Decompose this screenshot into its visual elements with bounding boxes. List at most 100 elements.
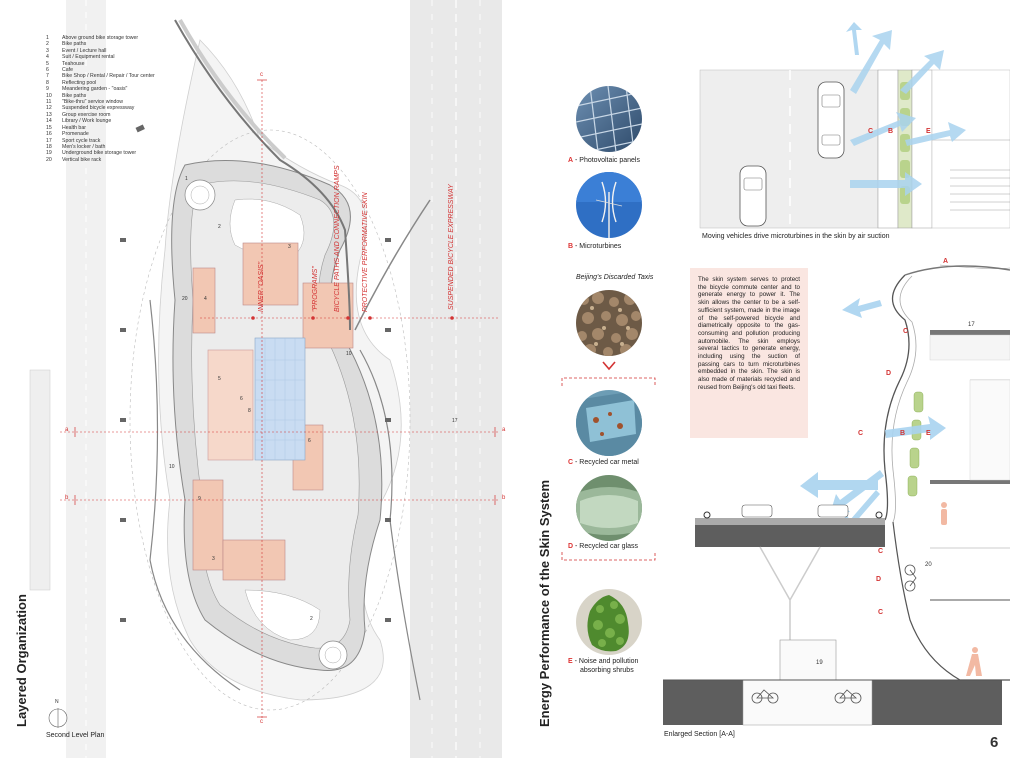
legend-item: 20 Vertical bike rack: [46, 157, 155, 163]
page-number: 6: [990, 734, 999, 751]
sec-label-d1: D: [886, 370, 892, 377]
legend-label: Above ground bike storage tower: [62, 35, 139, 41]
legend-number: 6: [46, 67, 49, 74]
top-label-b: B: [888, 128, 894, 135]
legend-number: 2: [46, 41, 49, 48]
sec-label-a: A: [943, 258, 949, 265]
legend-label: Vertical bike rack: [62, 156, 102, 163]
svg-text:6: 6: [308, 438, 311, 444]
program-block-south: [192, 479, 224, 571]
svg-text:1: 1: [185, 176, 188, 182]
section-mark-c-top: c: [260, 72, 263, 78]
svg-text:2: 2: [218, 224, 221, 230]
svg-text:8: 8: [248, 408, 251, 414]
legend-label: "Bike-thru" service window: [62, 99, 124, 106]
legend-label: Event / Lecture hall: [62, 47, 107, 54]
legend-number: 17: [46, 137, 52, 144]
svg-text:20: 20: [182, 296, 188, 302]
sec-label-b: B: [900, 430, 906, 437]
program-block-right: [302, 282, 354, 349]
legend-item: 5 Teahouse: [46, 61, 155, 67]
photo-recycled-car-metal: [576, 390, 642, 456]
car-2: [739, 165, 767, 227]
legend-label: Teahouse: [62, 60, 85, 67]
program-block-left: [192, 267, 216, 334]
road-deck: [695, 525, 885, 547]
photo-discarded-taxis: [576, 290, 642, 356]
legend-number: 20: [46, 156, 52, 163]
legend-item: 13 Group exercise room: [46, 112, 155, 118]
svg-text:9: 9: [198, 496, 201, 502]
legend-number: 13: [46, 111, 52, 118]
svg-text:17: 17: [452, 418, 458, 424]
svg-text:6: 6: [240, 396, 243, 402]
section-mark-a-right: a: [502, 427, 506, 433]
bike-tower-north: [184, 179, 216, 211]
legend-item: 16 Promenade: [46, 131, 155, 137]
reflecting-pool: [254, 337, 306, 461]
sec-label-d2: D: [876, 576, 882, 583]
legend-number: 4: [46, 54, 49, 61]
top-road-plan: [699, 69, 879, 229]
photo-recycled-car-glass: [576, 475, 642, 541]
legend-label: Meandering garden - "oasis": [62, 86, 128, 93]
program-block-top: [242, 242, 299, 306]
legend-number: 8: [46, 79, 49, 86]
section-mark-b-right: b: [502, 495, 506, 501]
legend-item: 6 Cafe: [46, 67, 155, 73]
caption-recycled-car-glass: D - Recycled car glass: [568, 543, 639, 550]
legend-number: 16: [46, 131, 52, 138]
north-label: N: [55, 699, 59, 705]
legend-label: Underground bike storage tower: [62, 150, 137, 157]
program-block-southeast: [222, 539, 286, 581]
caption-discarded-taxis: Beijing's Discarded Taxis: [576, 274, 654, 281]
svg-text:10: 10: [346, 351, 352, 357]
section-mark-a-left: a: [65, 427, 69, 433]
legend-number: 15: [46, 124, 52, 131]
photo-photovoltaic-panels: [576, 86, 642, 152]
legend-label: Group exercise room: [62, 111, 111, 118]
legend-number: 5: [46, 60, 49, 67]
legend-number: 7: [46, 73, 49, 80]
legend-number: 11: [46, 99, 52, 106]
top-label-c: C: [868, 128, 874, 135]
legend-item: 15 Health bar: [46, 125, 155, 131]
legend-number: 10: [46, 92, 52, 99]
bike-tower-south: [318, 640, 348, 670]
sec-num-19: 19: [816, 660, 823, 666]
svg-text:5: 5: [218, 376, 221, 382]
legend-number: 9: [46, 86, 49, 93]
caption-moving-vehicles: Moving vehicles drive microturbines in t…: [702, 233, 890, 240]
legend-label: Health bar: [62, 124, 86, 131]
legend-label: Promenade: [62, 131, 89, 138]
legend-label: Bike Shop / Rental / Repair / Tour cente…: [62, 73, 155, 80]
photo-microturbines: [576, 172, 642, 238]
caption-microturbines: B - Microturbines: [568, 243, 622, 250]
sec-label-c4: C: [878, 609, 884, 616]
sec-num-17: 17: [968, 322, 975, 328]
sec-num-20: 20: [925, 562, 932, 568]
skin-system-description: The skin system serves to protect the bi…: [690, 268, 808, 438]
sec-label-c3: C: [878, 548, 884, 555]
legend-number: 14: [46, 118, 52, 125]
legend-number: 18: [46, 143, 52, 150]
legend-number: 3: [46, 47, 49, 54]
legend-label: Bike paths: [62, 41, 87, 48]
section-mark-b-left: b: [65, 495, 69, 501]
car-1: [817, 81, 845, 159]
legend-item: 9 Meandering garden - "oasis": [46, 86, 155, 92]
legend-item: 3 Event / Lecture hall: [46, 48, 155, 54]
caption-second-level-plan: Second Level Plan: [46, 732, 105, 739]
sec-label-c1: C: [903, 328, 909, 335]
legend-item: 7 Bike Shop / Rental / Repair / Tour cent…: [46, 73, 155, 79]
legend-label: Cafe: [62, 67, 73, 74]
legend-item: 11 "Bike-thru" service window: [46, 99, 155, 105]
legend-label: Suspended bicycle expressway: [62, 105, 135, 112]
